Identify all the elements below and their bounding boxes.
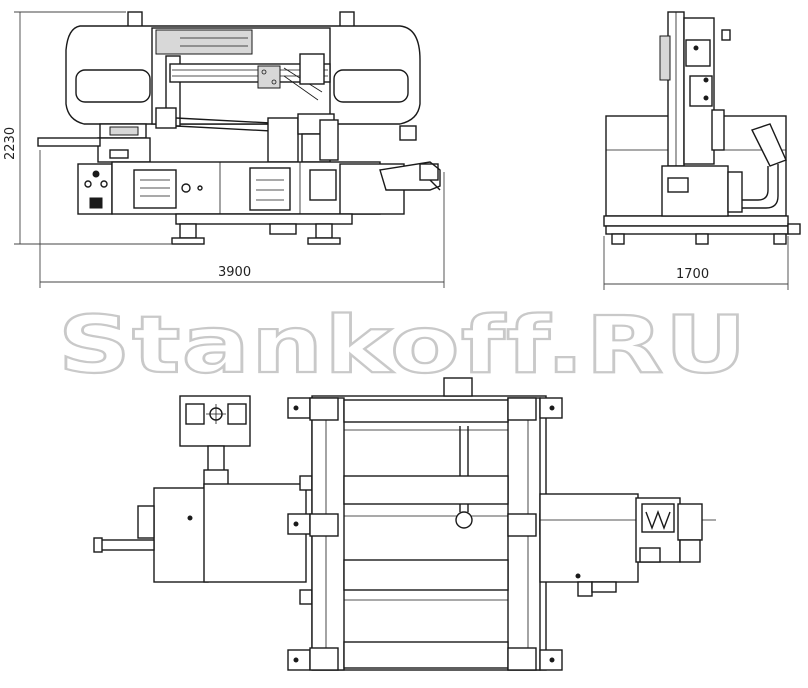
watermark-text: Stankoff.RU (58, 301, 748, 391)
top-view (93, 377, 716, 671)
side-dimension-lines (603, 236, 789, 290)
side-view (603, 11, 801, 245)
front-dimension-lines (14, 11, 445, 288)
front-length-label: 3900 (218, 265, 251, 280)
front-view (37, 11, 441, 245)
front-height-label: 2230 (3, 127, 18, 160)
side-width-label: 1700 (676, 267, 709, 282)
